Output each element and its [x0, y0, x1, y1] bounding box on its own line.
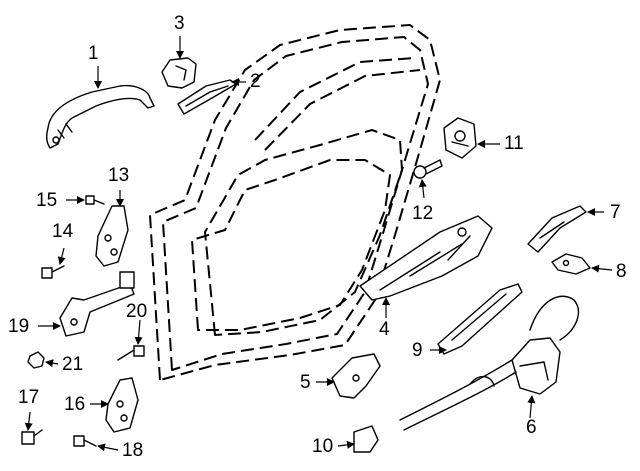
- callout-10: 10: [312, 436, 334, 457]
- callout-2: 2: [250, 71, 261, 92]
- part-9-rod-guide: [437, 283, 523, 355]
- callout-1: 1: [88, 43, 99, 64]
- part-20-bolt: [117, 345, 145, 361]
- leader-arrows: [24, 36, 613, 452]
- callout-7: 7: [610, 202, 621, 223]
- part-1-outside-handle: [45, 84, 155, 149]
- part-7-guide: [527, 205, 587, 253]
- part-4-handle-bracket: [359, 215, 493, 301]
- part-6-latch-assembly: [399, 295, 579, 431]
- part-8-bracket: [551, 253, 591, 275]
- part-13-hinge-upper: [95, 205, 129, 267]
- callout-11: 11: [504, 133, 524, 154]
- part-17-bolt: [21, 429, 43, 445]
- callout-19: 19: [8, 316, 30, 337]
- callout-6: 6: [526, 417, 537, 438]
- callout-3: 3: [174, 13, 185, 34]
- callout-16: 16: [64, 394, 86, 415]
- part-19-door-check: [59, 271, 135, 337]
- callout-18: 18: [122, 440, 144, 461]
- callout-15: 15: [36, 190, 58, 211]
- part-15-bolt: [85, 195, 105, 205]
- part-10-clip: [353, 425, 379, 453]
- callout-21: 21: [62, 354, 84, 375]
- callout-14: 14: [52, 221, 74, 242]
- door-frame-outline: [149, 24, 441, 381]
- part-3-handle-cap: [161, 57, 197, 89]
- part-11-striker: [443, 117, 477, 159]
- part-21-nut: [27, 351, 45, 369]
- callout-8: 8: [616, 261, 627, 282]
- part-18-bolt: [73, 435, 97, 447]
- callout-13: 13: [108, 165, 130, 186]
- part-5-bracket: [331, 353, 381, 399]
- callout-4: 4: [379, 319, 390, 340]
- callout-9: 9: [412, 340, 423, 361]
- callout-5: 5: [300, 372, 311, 393]
- callout-20: 20: [126, 301, 148, 322]
- callout-12: 12: [412, 203, 434, 224]
- callout-17: 17: [18, 387, 40, 408]
- part-12-bolt: [413, 159, 443, 179]
- part-14-bolt: [41, 265, 65, 279]
- part-16-hinge-lower: [105, 377, 139, 433]
